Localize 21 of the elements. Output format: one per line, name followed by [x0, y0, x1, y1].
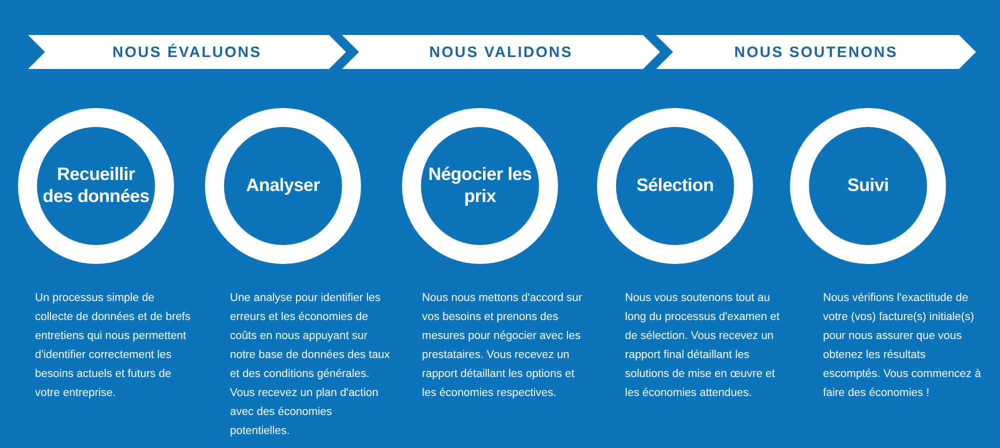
- step-title: Recueillir des données: [42, 164, 150, 208]
- step-description: Nous vérifions l'exactitude de votre (vos) facture(s) initiale(s) pour nous assurer que vous obtenez les résultats escomptés. Vous commencez à faire des économies !: [823, 291, 982, 401]
- chevron-banner: [342, 35, 660, 69]
- chevron-banner: [656, 35, 976, 69]
- step-ring: [790, 108, 946, 264]
- step-ring: [205, 108, 361, 264]
- step-title: Sélection: [635, 175, 715, 197]
- step-title: Négocier les prix: [427, 164, 533, 208]
- step-ring: [597, 108, 753, 264]
- step-title: Analyser: [245, 175, 321, 197]
- step-description: Une analyse pour identifier les erreurs et les économies de coûts en nous appuyant sur notre base de données des taux et des conditions générales. Vous recevez un plan d'action avec des économies potentielles.: [230, 291, 390, 439]
- step-ring: [18, 108, 174, 264]
- step-ring: [402, 108, 558, 264]
- step-title: Suivi: [846, 175, 890, 197]
- stage-heading: NOUS VALIDONS: [429, 44, 573, 60]
- step-description: Nous nous mettons d'accord sur vos besoins et prenons des mesures pour négocier avec les prestataires. Vous recevez un rapport détaillant les options et les économies respectives.: [422, 291, 584, 401]
- step-description: Un processus simple de collecte de données et de brefs entretiens qui nous permettent d'identifier correctement les besoins actuels et futurs de votre entreprise.: [35, 291, 192, 401]
- stage-heading: NOUS SOUTENONS: [734, 44, 898, 60]
- step-description: Nous vous soutenons tout au long du processus d'examen et de sélection. Vous recevez un rapport final détaillant les solutions de mise en œuvre et les économies attendues.: [625, 291, 781, 401]
- stage-heading: NOUS ÉVALUONS: [112, 44, 262, 60]
- chevron-banner: [28, 35, 346, 69]
